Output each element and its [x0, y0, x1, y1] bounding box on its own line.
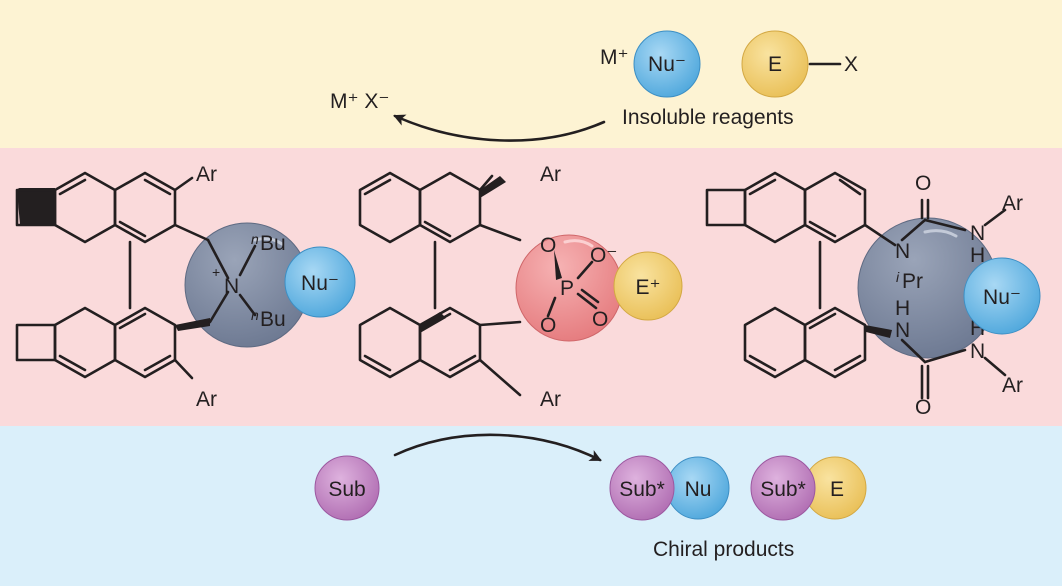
- chiral-ammonium-catalyst: [15, 171, 310, 380]
- urea-n3: N: [895, 319, 910, 342]
- sphere-highlight: [563, 239, 594, 248]
- chiral-phosphate-catalyst: [358, 171, 623, 397]
- nu-minus-sphere: [633, 30, 701, 98]
- urea-o-top: O: [915, 172, 931, 195]
- substrate-sphere: [314, 455, 380, 521]
- solvent-bottom-band: [0, 426, 1062, 586]
- urea-o-bottom: O: [915, 396, 931, 419]
- product2-e-label: E: [830, 478, 844, 501]
- product1-substrate-label: Sub*: [619, 478, 665, 501]
- ammonium-n-charge: +: [212, 264, 220, 280]
- byproduct-arrow: [393, 114, 606, 142]
- urea-h1: H: [970, 244, 985, 267]
- chiral-products-label: Chiral products: [653, 538, 794, 561]
- ammonium-ar-bottom: Ar: [196, 388, 217, 411]
- product2-substrate-label: Sub*: [760, 478, 806, 501]
- phosphate-o-bottom: O: [540, 314, 556, 337]
- ammonium-ar-top: Ar: [196, 163, 217, 186]
- m-plus-x-minus-label: M⁺ X⁻: [330, 90, 390, 113]
- nbu-bottom-label: Bu: [260, 308, 286, 331]
- phosphate-ar-bottom: Ar: [540, 388, 561, 411]
- phosphate-p-label: P: [560, 277, 574, 300]
- urea-ar-top: Ar: [1002, 192, 1023, 215]
- insoluble-reagents-label: Insoluble reagents: [622, 106, 794, 129]
- cat1-nu-minus-sphere: [284, 246, 356, 318]
- sphere-highlight: [253, 237, 284, 246]
- electrophile-label: E: [768, 53, 782, 76]
- urea-ar-bottom: Ar: [1002, 374, 1023, 397]
- cat3-nu-minus-label: Nu⁻: [983, 286, 1021, 309]
- reaction-arrow: [393, 433, 602, 462]
- sphere-highlight: [923, 229, 958, 238]
- nbu-bottom-prefix: n: [251, 307, 259, 323]
- nu-minus-label: Nu⁻: [648, 53, 686, 76]
- substrate-label: Sub: [328, 478, 365, 501]
- urea-n1: N: [895, 240, 910, 263]
- product2-substrate-sphere: [750, 455, 816, 521]
- phosphate-o-minus: O⁻: [590, 244, 617, 267]
- organic-phase-top-band: [0, 0, 1062, 148]
- electrophile-sphere: [741, 30, 809, 98]
- ipr-label: Pr: [902, 270, 923, 293]
- product1-nu-label: Nu: [685, 478, 712, 501]
- cat2-electrophile-sphere: [613, 251, 683, 321]
- phosphate-ar-top: Ar: [540, 163, 561, 186]
- m-plus-label: M⁺: [600, 46, 629, 69]
- cat1-nu-minus-label: Nu⁻: [301, 272, 339, 295]
- urea-n2: N: [970, 222, 985, 245]
- phosphate-o-top: O: [540, 234, 556, 257]
- urea-n4: N: [970, 340, 985, 363]
- nbu-top-prefix: n: [251, 231, 259, 247]
- cat2-electrophile-label: E⁺: [635, 276, 660, 299]
- phosphate-o-double: O: [592, 308, 608, 331]
- chiral-bisurea-catalyst: [705, 171, 1007, 400]
- urea-h2: H: [895, 297, 910, 320]
- ipr-prefix: i: [896, 269, 900, 285]
- product1-substrate-sphere: [609, 455, 675, 521]
- x-label: X: [844, 53, 858, 76]
- nbu-top-label: Bu: [260, 232, 286, 255]
- cat3-nu-minus-sphere: [963, 257, 1041, 335]
- insoluble-reagents-group: M⁺ Nu⁻ E X Insoluble reagents: [600, 30, 858, 129]
- ammonium-n-label: N: [224, 275, 239, 298]
